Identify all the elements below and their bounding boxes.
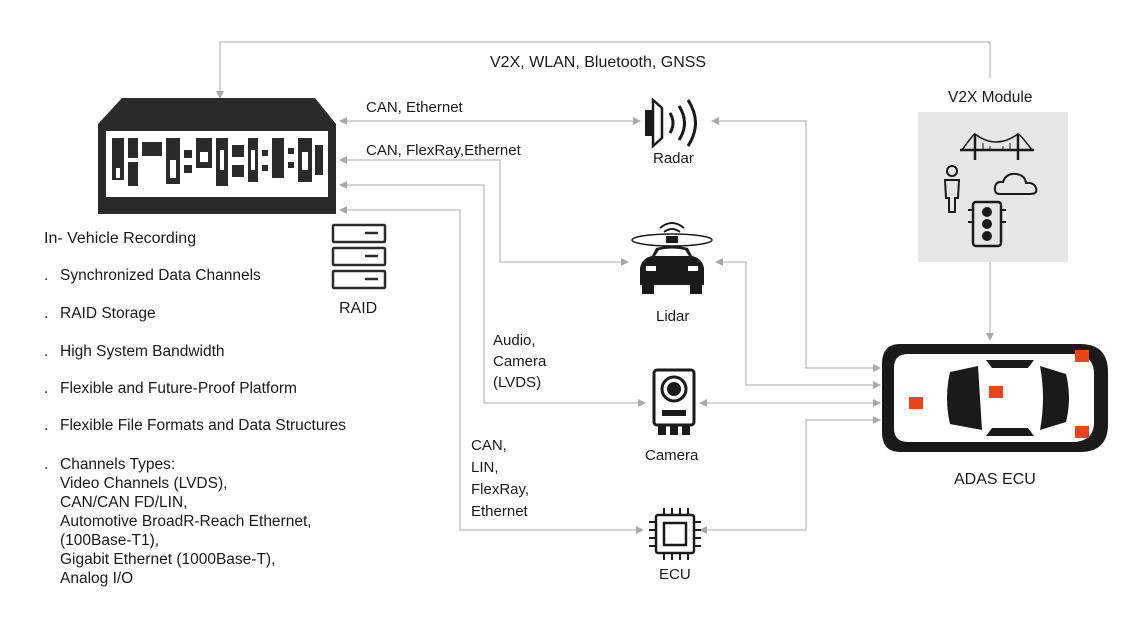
lidar-adas-link xyxy=(715,258,881,389)
feature-text: RAID Storage xyxy=(60,305,156,322)
raid-label: RAID xyxy=(339,300,378,317)
ecu-label: ECU xyxy=(659,566,691,583)
v2x-module xyxy=(918,112,1068,262)
feature-text: High System Bandwidth xyxy=(60,343,225,360)
person-icon xyxy=(943,165,961,213)
feature-item: .High System Bandwidth xyxy=(44,343,225,360)
ecu-link-label: CAN, LIN, FlexRay, Ethernet xyxy=(471,437,530,520)
v2x-module-label: V2X Module xyxy=(948,89,1033,106)
cloud-icon xyxy=(993,172,1038,195)
radar-icon xyxy=(645,97,697,149)
car-top-view-icon xyxy=(882,344,1108,452)
feature-item: .Flexible and Future-Proof Platform xyxy=(44,380,297,397)
ecu-adas-link xyxy=(699,416,881,534)
traffic-light-icon xyxy=(968,200,1006,248)
chip-icon xyxy=(649,508,701,560)
feature-text: Synchronized Data Channels xyxy=(60,267,261,284)
connection-lines xyxy=(216,41,994,534)
feature-item: .Synchronized Data Channels xyxy=(44,267,261,284)
radar-link-label: CAN, Ethernet xyxy=(366,99,463,116)
lidar-car-icon xyxy=(631,222,713,294)
feature-text: Channels Types: Video Channels (LVDS), C… xyxy=(60,456,312,587)
camera-link-label: Audio, Camera (LVDS) xyxy=(493,332,547,391)
camera-icon xyxy=(652,368,696,435)
feature-item: .Flexible File Formats and Data Structur… xyxy=(44,417,346,434)
camera-label: Camera xyxy=(645,447,699,464)
feature-item: .RAID Storage xyxy=(44,305,156,322)
recorder-heading: In- Vehicle Recording xyxy=(44,230,197,247)
feature-text: Flexible and Future-Proof Platform xyxy=(60,380,297,397)
radar-label: Radar xyxy=(653,150,694,167)
recorder-device-icon xyxy=(98,98,336,214)
feature-text: Flexible File Formats and Data Structure… xyxy=(60,417,346,434)
bridge-icon xyxy=(960,133,1034,160)
adas-ecu-label: ADAS ECU xyxy=(954,471,1036,488)
radar-adas-link xyxy=(711,117,881,372)
top-link-label: V2X, WLAN, Bluetooth, GNSS xyxy=(490,54,707,71)
feature-item: .Channels Types: Video Channels (LVDS), … xyxy=(44,456,312,587)
recorder-ecu-link xyxy=(339,206,644,534)
lidar-link-label: CAN, FlexRay,Ethernet xyxy=(366,142,521,159)
lidar-label: Lidar xyxy=(656,308,690,325)
v2x-top-link xyxy=(216,41,991,99)
raid-icon xyxy=(331,223,387,290)
